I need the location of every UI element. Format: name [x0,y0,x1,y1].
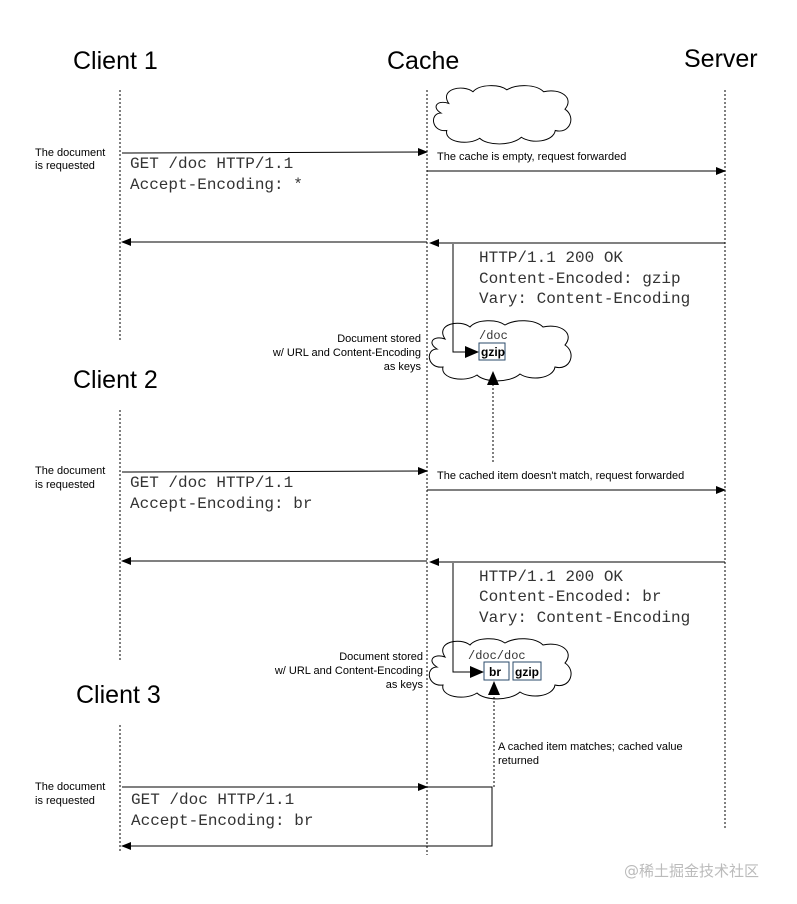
requested-label: The document [35,781,105,793]
cache-key-box [512,661,542,681]
stored-label: w/ URL and Content-Encoding [274,665,423,677]
actor-client-3: Client 3 [76,681,161,709]
stored-label: Document stored [339,651,423,663]
round-2: The document is requested GET /doc HTTP/… [35,465,726,787]
cache-url: /doc/doc [468,649,526,663]
response-header: Vary: Content-Encoding [479,609,690,627]
response-header: Content-Encoded: br [479,588,661,606]
response-status: HTTP/1.1 200 OK [479,249,623,267]
empty-cache-cloud-icon [433,85,572,145]
cache-key: gzip [515,665,539,679]
request-header: Accept-Encoding: br [131,812,313,830]
requested-label: The document [35,147,105,159]
actor-cache: Cache [387,47,459,75]
response-header: Vary: Content-Encoding [479,290,690,308]
store-arrow [452,563,484,678]
forward-label: The cached item doesn't match, request f… [437,470,684,482]
actor-client-1: Client 1 [73,47,158,75]
lifelines [119,90,726,855]
match-label: returned [498,755,539,767]
request-header: Accept-Encoding: * [130,176,303,194]
requested-label: is requested [35,160,95,172]
response-header: Content-Encoded: gzip [479,270,681,288]
requested-label: is requested [35,795,95,807]
request-header: Accept-Encoding: br [130,495,312,513]
request-line: GET /doc HTTP/1.1 [130,155,293,173]
stored-label: as keys [386,679,424,691]
actor-client-2: Client 2 [73,366,158,394]
cached-response-arrow [121,786,493,850]
actor-server: Server [684,45,758,73]
request-line: GET /doc HTTP/1.1 [131,791,294,809]
watermark: @稀土掘金技术社区 [624,862,759,880]
cache-key: gzip [481,345,505,359]
stored-label: w/ URL and Content-Encoding [272,347,421,359]
round-1: The document is requested GET /doc HTTP/… [35,147,726,462]
request-line: GET /doc HTTP/1.1 [130,474,293,492]
request-arrow [121,467,428,476]
store-arrow [452,244,479,358]
stored-label: Document stored [337,333,421,345]
cache-key: br [489,665,501,679]
match-label: A cached item matches; cached value [498,741,683,753]
cache-url: /doc [479,329,508,343]
cache-key-box [478,342,506,361]
forward-label: The cache is empty, request forwarded [437,151,626,163]
requested-label: is requested [35,479,95,491]
stored-label: as keys [384,361,422,373]
request-arrow [121,148,428,157]
round-3: A cached item matches; cached value retu… [35,741,683,850]
response-status: HTTP/1.1 200 OK [479,568,623,586]
cache-key-box [483,661,510,681]
requested-label: The document [35,465,105,477]
